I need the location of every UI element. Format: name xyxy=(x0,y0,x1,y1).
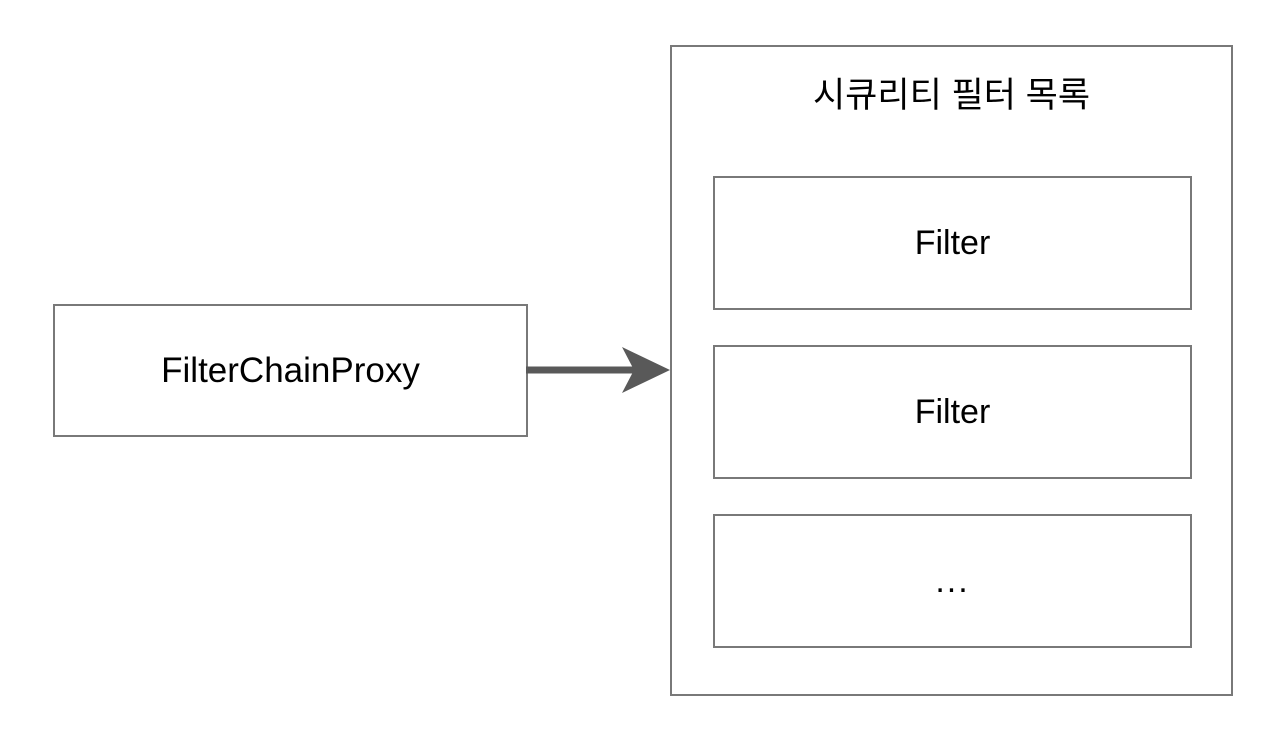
security-filter-list-title: 시큐리티 필터 목록 xyxy=(812,76,1091,115)
filter-item[interactable]: Filter xyxy=(713,345,1192,479)
filter-item-ellipsis[interactable]: ... xyxy=(713,514,1192,648)
filter-item-label: Filter xyxy=(914,393,991,431)
filter-chain-proxy-label: FilterChainProxy xyxy=(161,351,420,390)
filter-item-label: ... xyxy=(935,561,970,600)
filter-item[interactable]: Filter xyxy=(713,176,1192,310)
arrow-right-icon xyxy=(526,347,670,393)
security-filter-list-container: 시큐리티 필터 목록 Filter Filter ... xyxy=(670,45,1233,696)
filter-chain-proxy-node[interactable]: FilterChainProxy xyxy=(53,304,528,437)
filter-item-label: Filter xyxy=(914,224,991,262)
